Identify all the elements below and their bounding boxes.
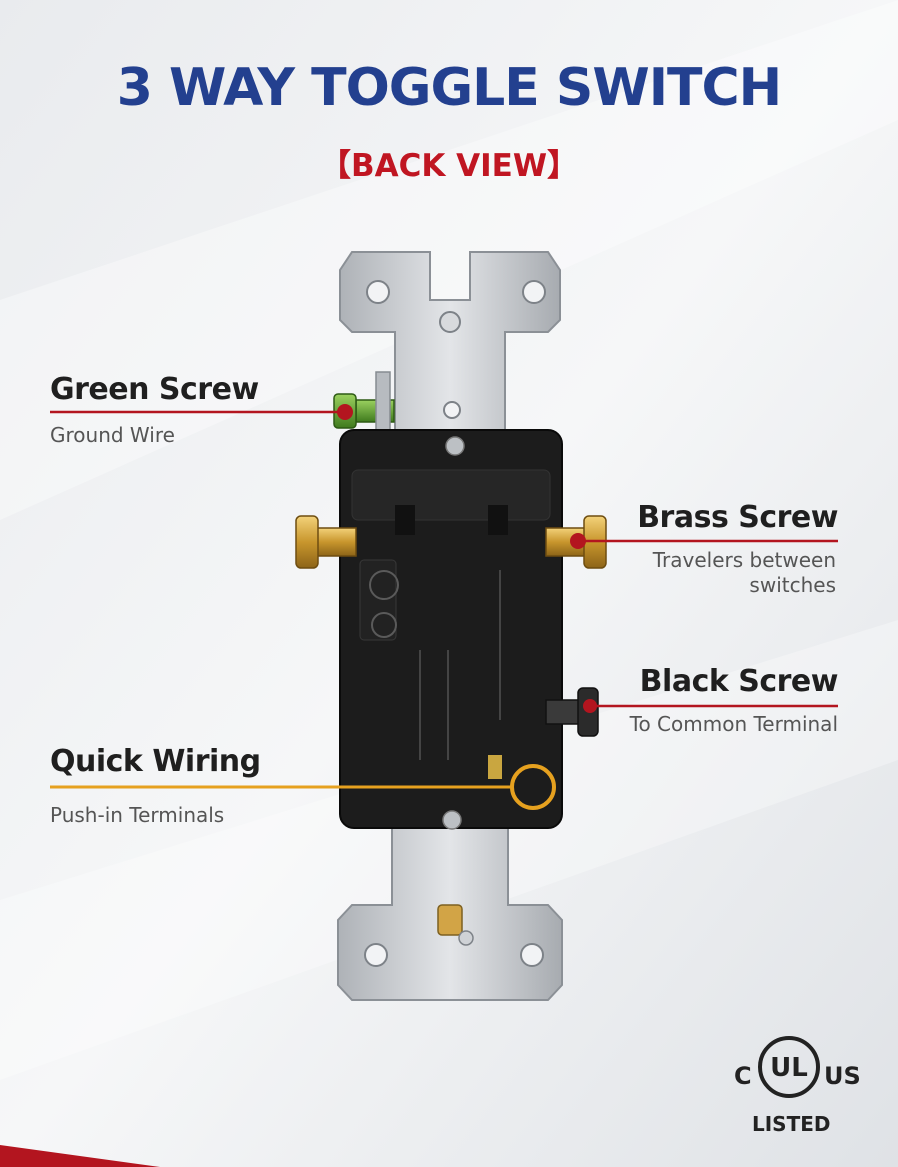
- ul-listed-text: LISTED: [752, 1112, 831, 1136]
- page-subtitle: 【BACK VIEW】: [319, 148, 579, 184]
- ul-listed-logo: C UL US LISTED: [728, 1030, 864, 1140]
- quick-wiring-sub: Push-in Terminals: [50, 803, 225, 827]
- ul-c-mark: C: [734, 1062, 752, 1090]
- page-title: 3 WAY TOGGLE SWITCH: [116, 58, 782, 118]
- quick-wiring-title: Quick Wiring: [50, 744, 261, 779]
- brass-screw-sub-line2: switches: [749, 573, 836, 597]
- switch-illustration: [295, 251, 607, 1001]
- callout-lines: [50, 404, 838, 810]
- ul-circle-icon: UL: [758, 1036, 820, 1098]
- ul-us-mark: US: [824, 1062, 861, 1090]
- brass-screw-sub-line1: Travelers between: [652, 548, 836, 572]
- brass-screw-title: Brass Screw: [637, 500, 838, 535]
- green-screw-title: Green Screw: [50, 372, 259, 407]
- ul-mark-text: UL: [770, 1053, 808, 1083]
- black-screw-title: Black Screw: [639, 664, 839, 699]
- black-screw-sub: To Common Terminal: [629, 712, 838, 736]
- green-screw-sub: Ground Wire: [50, 423, 175, 447]
